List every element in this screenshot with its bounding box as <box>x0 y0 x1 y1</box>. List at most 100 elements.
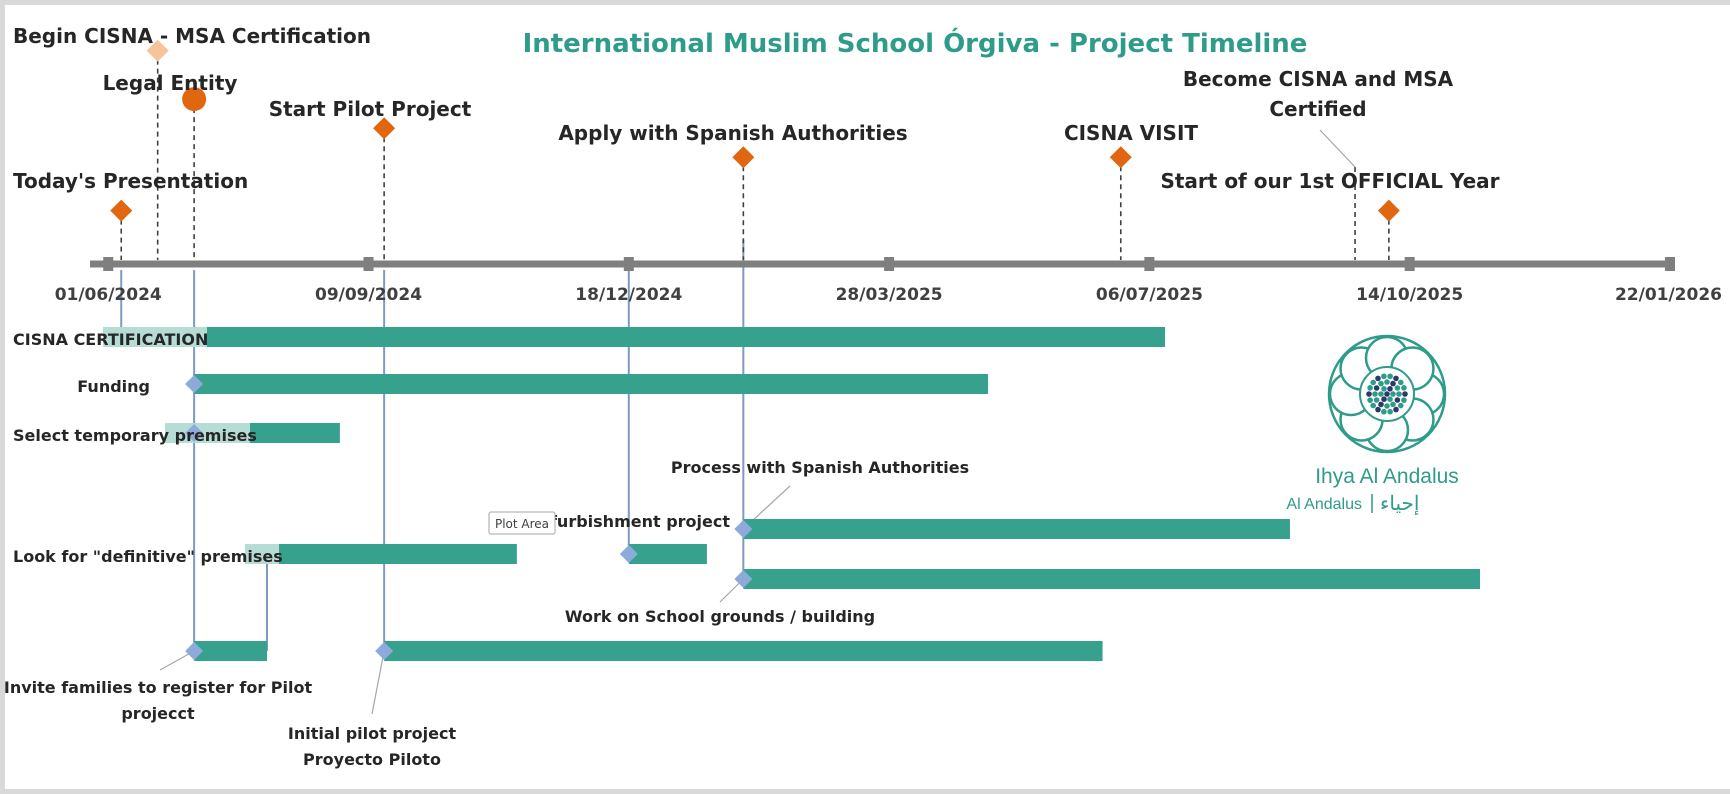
rosette-dot <box>1390 401 1396 408</box>
label-process-spanish-authorities: Process with Spanish Authorities <box>671 458 969 477</box>
label-leader-line <box>371 650 385 715</box>
task-bar <box>194 374 989 394</box>
rosette-dot <box>1367 397 1373 403</box>
milestone-diamond <box>373 117 396 140</box>
task-bar <box>628 544 707 564</box>
label-today-presentation: Today's Presentation <box>13 169 248 193</box>
rosette-dot <box>1401 397 1407 403</box>
task-bar <box>267 544 517 564</box>
axis-tick-mark <box>884 257 895 271</box>
label-cisna-visit: CISNA VISIT <box>1064 121 1198 145</box>
milestone-diamond <box>1109 146 1132 169</box>
rosette-dot <box>1373 385 1380 391</box>
rosette-dot <box>1378 391 1384 397</box>
rosette-dot <box>1381 408 1387 415</box>
rosette-dot <box>1387 396 1393 402</box>
rosette-dot <box>1393 375 1399 382</box>
label-definitive-premises: Look for "definitive" premises <box>13 547 283 566</box>
task-bars <box>103 327 1480 661</box>
milestone-diamond <box>732 146 755 169</box>
rosette-dot <box>1390 380 1396 387</box>
ihya-al-andalus-logo: Ihya Al Andalus Al Andalus إحياء <box>1286 334 1459 516</box>
label-start-official-year: Start of our 1st OFFICIAL Year <box>1160 169 1499 193</box>
rosette-dot <box>1381 386 1387 392</box>
axis-tick-label: 14/10/2025 <box>1356 285 1463 305</box>
rosette-dot <box>1375 406 1381 413</box>
tooltip-text: Plot Area <box>495 517 549 531</box>
task-marker <box>734 520 753 538</box>
rosette-dot <box>1375 375 1381 382</box>
task-bar-label-overlay <box>245 544 279 564</box>
task-marker <box>185 424 204 442</box>
rosette-dot <box>1397 379 1404 386</box>
rosette-icon <box>1327 334 1447 454</box>
axis-tick-mark <box>623 257 634 271</box>
rosette-dot <box>1384 391 1390 397</box>
task-bar <box>157 327 1166 347</box>
rosette-dot <box>1387 373 1393 380</box>
logo-subtitle-latin: Al Andalus <box>1286 496 1362 513</box>
rosette-dot <box>1390 391 1396 397</box>
task-bar <box>743 569 1480 589</box>
logo-title: Ihya Al Andalus <box>1315 465 1459 488</box>
tooltip-box <box>488 511 556 535</box>
axis-tick-label: 28/03/2025 <box>836 285 943 305</box>
label-work-school-grounds: Work on School grounds / building <box>565 607 875 626</box>
task-marker <box>734 570 753 588</box>
rosette-dot <box>1372 391 1378 397</box>
task-bar <box>384 641 1103 661</box>
rosette-dot <box>1402 391 1408 397</box>
task-bar <box>743 519 1290 539</box>
task-marker <box>185 375 204 393</box>
milestone-circle <box>182 87 207 112</box>
label-select-temporary-premises: Select temporary premises <box>13 426 257 445</box>
label-initial-pilot-line1: Initial pilot project <box>288 724 457 743</box>
task-marker <box>619 545 638 563</box>
axis-tick-mark <box>1404 257 1415 271</box>
logo-subtitle-arabic: إحياء <box>1380 493 1419 516</box>
axis-tick-label: 09/09/2024 <box>315 285 422 305</box>
label-funding: Funding <box>77 377 150 396</box>
axis-tick-mark <box>103 257 114 271</box>
label-initial-pilot-line2: Proyecto Piloto <box>303 750 441 769</box>
rosette-dot <box>1378 380 1384 387</box>
label-refurbishment-project: furbishment project <box>550 512 730 531</box>
label-become-certified-line2: Certified <box>1269 97 1366 121</box>
rosette-dot <box>1373 397 1380 403</box>
axis-tick-label: 01/06/2024 <box>55 285 162 305</box>
axis-tick-mark <box>1665 257 1675 271</box>
axis-tick-label: 22/01/2026 <box>1615 285 1722 305</box>
milestone-diamond <box>146 39 169 62</box>
rosette-dot <box>1401 385 1407 391</box>
label-cisna-certification: CISNA CERTIFICATION <box>13 330 208 349</box>
task-labels: CISNA CERTIFICATION Funding Select tempo… <box>4 330 969 769</box>
milestone-labels: Today's Presentation Begin CISNA - MSA C… <box>13 24 1500 193</box>
rosette-dot <box>1394 397 1401 403</box>
markers <box>110 39 1400 660</box>
rosette-dot <box>1381 373 1387 380</box>
rosette-dot <box>1381 396 1387 402</box>
rosette-dot <box>1367 385 1373 391</box>
rosette-dot <box>1366 391 1372 397</box>
rosette-dot <box>1384 403 1390 409</box>
label-legal-entity: Legal Entity <box>103 71 238 95</box>
rosette-dot <box>1387 386 1393 392</box>
milestone-diamond <box>1377 199 1400 222</box>
milestone-stems <box>120 50 1390 260</box>
task-bar-label-overlay <box>165 423 250 443</box>
chart-title: International Muslim School Órgiva - Pro… <box>523 27 1308 59</box>
certified-leader-line <box>1319 129 1356 168</box>
label-start-pilot-project: Start Pilot Project <box>269 97 472 121</box>
axis-tick-mark <box>1144 257 1155 271</box>
label-invite-families-line2: projecct <box>121 704 195 723</box>
rosette-dot <box>1384 379 1390 385</box>
task-bar <box>194 641 268 661</box>
rosette-dot <box>1396 391 1402 397</box>
rosette-dot <box>1370 379 1377 386</box>
rosette-dot <box>1397 402 1404 409</box>
rosette-dot <box>1370 402 1377 409</box>
task-marker <box>185 642 204 660</box>
plot-area-tooltip: Plot Area <box>488 511 556 535</box>
